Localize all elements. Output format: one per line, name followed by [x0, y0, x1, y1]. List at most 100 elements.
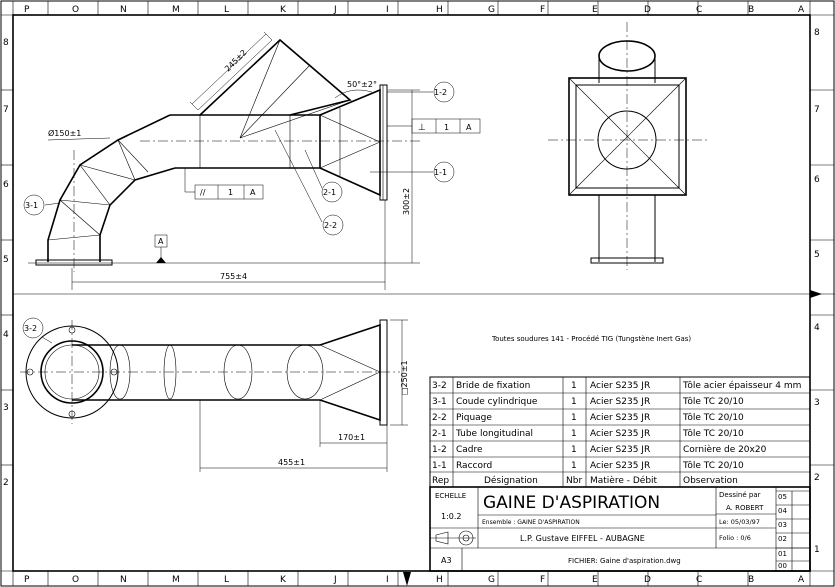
bottom-letter: I	[386, 575, 389, 585]
parts-list: 3-2 Bride de fixation 1 Acier S235 JR Tô…	[429, 376, 811, 488]
top-letter: C	[696, 5, 702, 15]
parts-matiere: Acier S235 JR	[590, 429, 650, 439]
bubble-2-2	[322, 214, 344, 236]
bottom-letter: B	[748, 575, 754, 585]
left-number: 6	[3, 180, 9, 190]
left-number: 3	[3, 403, 9, 413]
elbow-inner	[99, 167, 176, 262]
flatness-datum: A	[250, 188, 256, 197]
parts-observation: Tôle TC 20/10	[682, 460, 744, 471]
top-letter: L	[224, 5, 229, 15]
top-letter: N	[120, 5, 127, 15]
top-letter: P	[24, 5, 30, 15]
weld-note: Toutes soudures 141 - Procédé TIG (Tungs…	[491, 335, 691, 343]
parts-header-matiere: Matière - Débit	[590, 475, 658, 486]
bottom-letter: G	[488, 575, 495, 585]
parts-nbr: 1	[571, 445, 577, 455]
fichier: FICHIER: Gaine d'aspiration.dwg	[568, 557, 681, 565]
parts-matiere: Acier S235 JR	[590, 461, 650, 471]
parts-header-rep: Rep	[432, 476, 449, 486]
bottom-letter: E	[592, 575, 598, 585]
center-mark-bottom	[403, 572, 411, 586]
dim-diameter: Ø150±1	[48, 128, 81, 138]
parts-matiere: Acier S235 JR	[590, 445, 650, 455]
parts-matiere: Acier S235 JR	[590, 397, 650, 407]
bubble-3-2	[22, 317, 44, 339]
parts-designation: Tube longitudinal	[455, 429, 533, 439]
top-letter: A	[798, 5, 805, 15]
parts-rep: 3-2	[432, 381, 447, 391]
square-flange	[568, 77, 687, 196]
folio: Folio : 0/6	[719, 534, 751, 542]
parts-header-observation: Observation	[683, 476, 738, 486]
left-number: 7	[3, 105, 9, 115]
parts-nbr: 1	[571, 397, 577, 407]
bubble-label: 1-1	[434, 168, 447, 177]
echelle-value: 1:0.2	[441, 512, 462, 521]
parts-header-nbr: Nbr	[566, 476, 582, 486]
parts-observation: Tôle TC 20/10	[682, 396, 744, 407]
bottom-letter: C	[696, 575, 702, 585]
bottom-letter: J	[333, 575, 337, 585]
parts-observation: Tôle acier épaisseur 4 mm	[682, 380, 801, 391]
top-letter: E	[592, 5, 598, 15]
left-number: 8	[3, 38, 9, 48]
parts-nbr: 1	[571, 381, 577, 391]
parts-rep: 1-2	[432, 445, 447, 455]
bottom-letter: H	[436, 575, 443, 585]
right-number: 7	[814, 105, 820, 115]
top-letter: F	[540, 5, 545, 15]
bubble-3-1	[23, 194, 45, 216]
flatness-value: 1	[228, 188, 233, 197]
dim-length: 755±4	[220, 272, 247, 281]
bubble-label: 3-1	[25, 201, 38, 210]
top-letter: H	[436, 5, 443, 15]
bottom-letter: P	[24, 575, 30, 585]
dim-455: 455±1	[278, 458, 305, 467]
bubble-label: 1-2	[434, 88, 447, 97]
left-number: 2	[3, 478, 9, 488]
dim-square: □250±1	[400, 360, 409, 395]
elbow-outer	[47, 114, 171, 262]
parts-matiere: Acier S235 JR	[590, 413, 650, 423]
right-number: 5	[814, 250, 820, 260]
dim-branch-length: 245±2	[223, 48, 249, 74]
parts-designation: Cadre	[456, 445, 483, 455]
title-block: ECHELLE 1:0.2 GAINE D'ASPIRATION Ensembl…	[429, 486, 811, 572]
border-labels: P O N M L K J I H G F E D C B A P O N M …	[3, 5, 820, 585]
parts-header-designation: Désignation	[484, 475, 538, 486]
right-number: 6	[814, 175, 820, 185]
right-number: 2	[814, 473, 820, 483]
bubble-1-1	[433, 161, 455, 183]
long-tube	[170, 114, 321, 169]
right-number: 1	[814, 545, 820, 555]
bottom-letter: M	[172, 575, 180, 585]
left-number: 5	[3, 255, 9, 265]
top-letter: M	[172, 5, 180, 15]
bubble-label: 3-2	[24, 324, 37, 333]
dim-170: 170±1	[338, 433, 365, 442]
parts-nbr: 1	[571, 429, 577, 439]
parts-rep: 1-1	[432, 461, 447, 471]
ensemble: Ensemble : GAINE D'ASPIRATION	[482, 519, 580, 526]
right-number: 3	[814, 398, 820, 408]
school: L.P. Gustave EIFFEL - AUBAGNE	[520, 534, 645, 543]
rev-index: 01	[778, 550, 787, 558]
right-number: 8	[814, 28, 820, 38]
bottom-letter: N	[120, 575, 127, 585]
top-letter: J	[333, 5, 337, 15]
bubble-label: 2-1	[323, 188, 336, 197]
side-view	[548, 22, 708, 270]
bottom-letter: A	[798, 575, 805, 585]
parts-rep: 2-2	[432, 413, 447, 423]
parts-nbr: 1	[571, 461, 577, 471]
date: Le: 05/03/97	[719, 518, 760, 526]
rev-index: 03	[778, 521, 787, 529]
parts-designation: Piquage	[456, 413, 492, 423]
top-letter: G	[488, 5, 495, 15]
bottom-letter: L	[224, 575, 229, 585]
bottom-letter: D	[644, 575, 651, 585]
top-letter: I	[386, 5, 389, 15]
